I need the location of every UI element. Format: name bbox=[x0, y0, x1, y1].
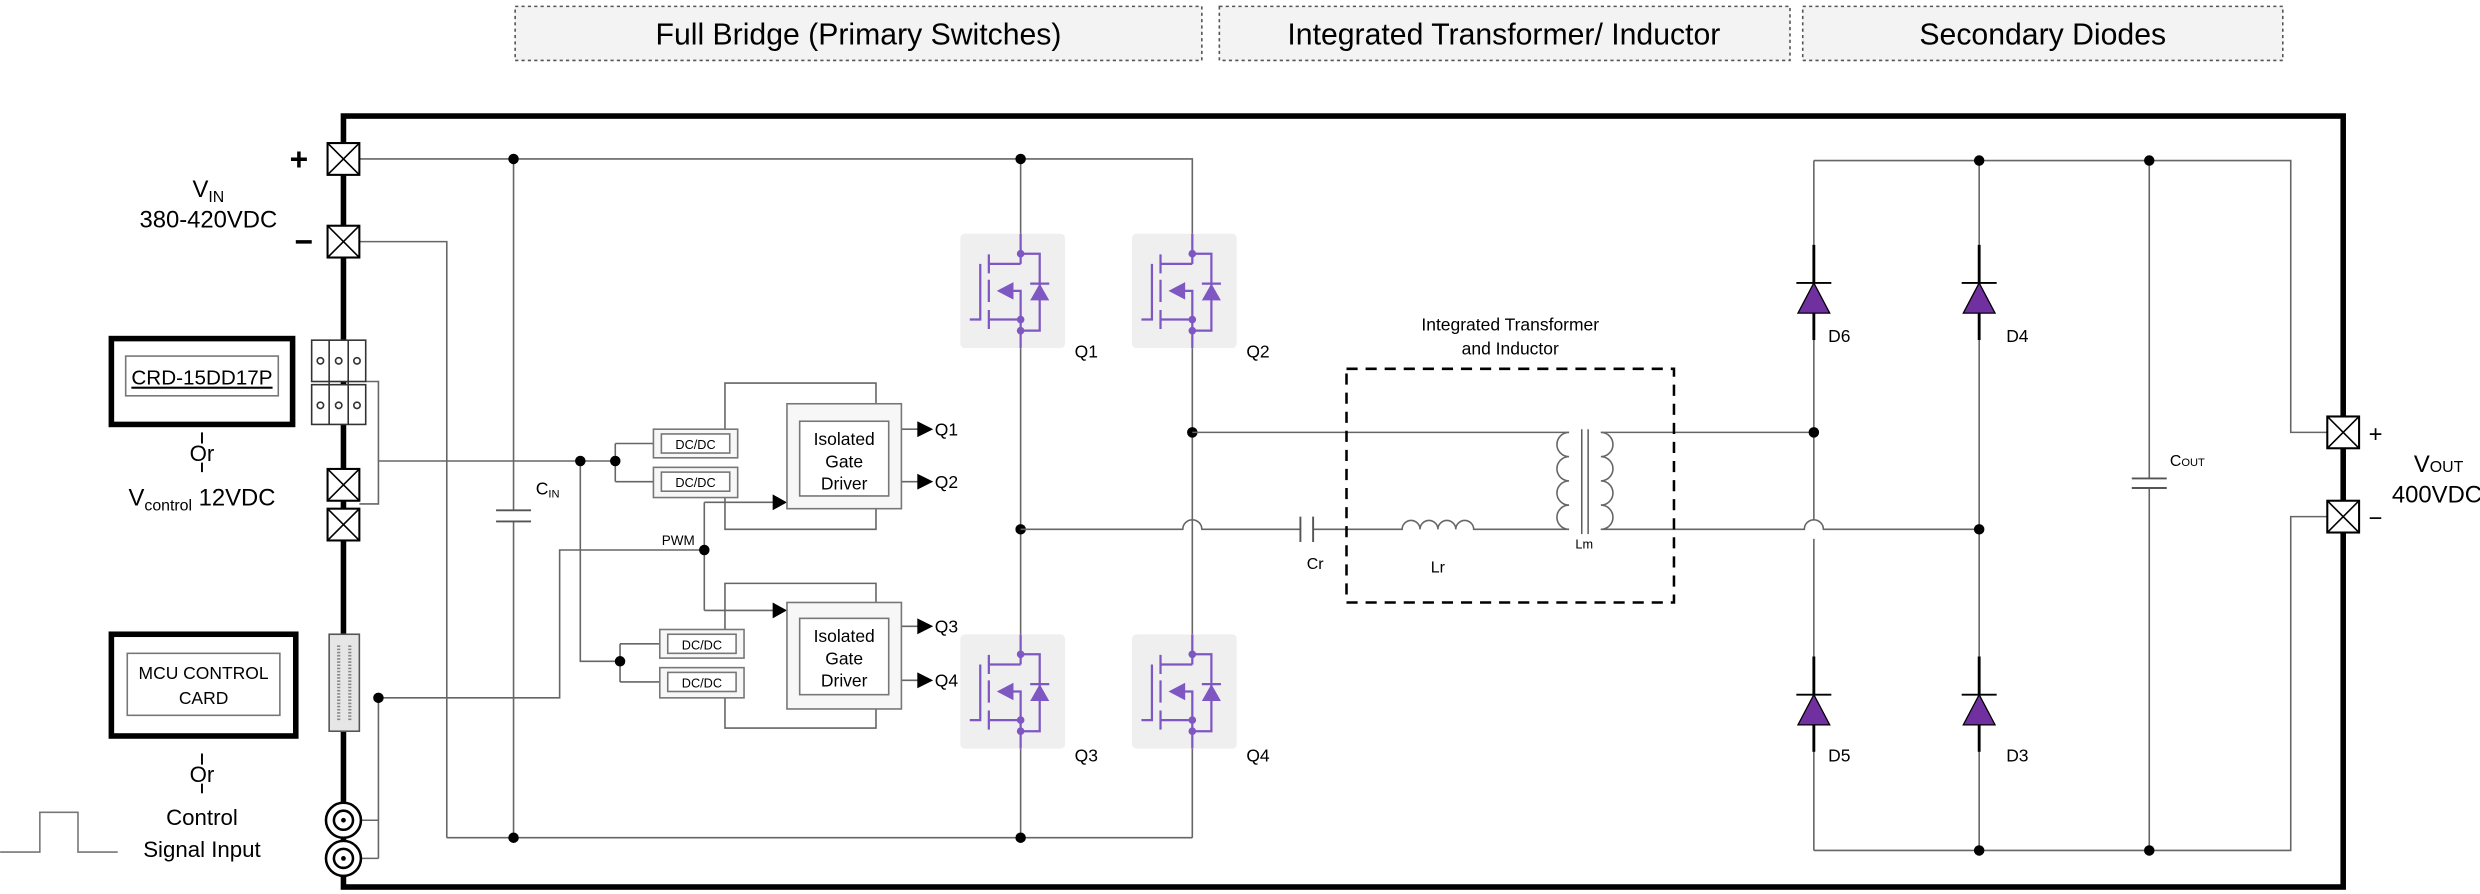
crd-card: CRD-15DD17P bbox=[108, 335, 296, 428]
dcdc-converter: DC/DC bbox=[652, 428, 739, 459]
output-minus-sign: − bbox=[2369, 505, 2383, 532]
switch-label-q3: Q3 bbox=[1075, 745, 1098, 765]
secondary-rectifier bbox=[1808, 155, 2328, 856]
cr-label: Cr bbox=[1307, 556, 1324, 573]
diode-label-d3: D3 bbox=[2006, 745, 2028, 765]
tank-title-line2: and Inductor bbox=[1462, 338, 1559, 358]
vin-range: 380-420VDC bbox=[139, 206, 277, 233]
pulse-waveform-icon bbox=[0, 811, 118, 853]
diode-label-d6: D6 bbox=[1828, 326, 1850, 346]
bnc-connector-2[interactable] bbox=[324, 839, 363, 878]
cr-capacitor bbox=[1299, 516, 1315, 543]
vin-label: VIN bbox=[192, 176, 224, 206]
driver-label: Isolated bbox=[814, 429, 875, 449]
tank-title-line1: Integrated Transformer bbox=[1421, 315, 1599, 335]
cout-capacitor bbox=[2131, 477, 2167, 489]
output-plus-sign: + bbox=[2369, 421, 2383, 448]
board-outline bbox=[340, 113, 2346, 890]
diode-label-d5: D5 bbox=[1828, 745, 1850, 765]
input-terminal-minus[interactable] bbox=[326, 224, 361, 259]
switch-label-q2: Q2 bbox=[1246, 342, 1269, 362]
control-signal-line2: Signal Input bbox=[143, 837, 261, 862]
header-full-bridge-label: Full Bridge (Primary Switches) bbox=[656, 19, 1062, 52]
vout-value: 400VDC bbox=[2392, 481, 2480, 508]
vcontrol-label: Vcontrol 12VDC bbox=[128, 484, 275, 514]
mosfet-q2-icon bbox=[1132, 234, 1237, 348]
pwm-label: PWM bbox=[662, 533, 695, 548]
cin-capacitor bbox=[496, 509, 532, 523]
diode-d4-icon bbox=[1962, 245, 1997, 340]
mosfet-q4-icon bbox=[1132, 634, 1237, 748]
lm-label: Lm bbox=[1575, 536, 1593, 551]
header-secondary: Secondary Diodes bbox=[1801, 5, 2284, 62]
dcdc-converter: DC/DC bbox=[658, 628, 745, 659]
driver-label: Gate bbox=[825, 451, 863, 471]
driver-output-q2: Q2 bbox=[935, 472, 958, 492]
primary-wiring bbox=[359, 153, 1198, 860]
resonant-tank: Integrated Transformer and Inductor Cr L… bbox=[1020, 315, 1980, 604]
diode-d5-icon bbox=[1796, 657, 1831, 752]
mcu-card-line1: MCU CONTROL bbox=[139, 663, 269, 683]
diode-d6-icon bbox=[1796, 245, 1831, 340]
cin-label: CIN bbox=[536, 478, 560, 500]
header-secondary-label: Secondary Diodes bbox=[1919, 19, 2166, 52]
driver-label: Driver bbox=[821, 671, 868, 691]
diode-d3-icon bbox=[1962, 657, 1997, 752]
driver-label: Gate bbox=[825, 648, 863, 668]
mosfet-q3-icon bbox=[960, 634, 1065, 748]
input-terminal-plus[interactable] bbox=[326, 142, 361, 176]
input-plus-sign: + bbox=[290, 141, 309, 177]
input-minus-sign: − bbox=[294, 224, 313, 260]
bnc-connector-1[interactable] bbox=[324, 801, 363, 839]
switch-label-q1: Q1 bbox=[1075, 342, 1098, 362]
dcdc-label: DC/DC bbox=[682, 637, 722, 652]
mosfet-q1-icon bbox=[960, 234, 1065, 348]
vout-label: VOUT bbox=[2414, 451, 2464, 478]
integrated-magnetics-boundary bbox=[1345, 367, 1676, 604]
control-signal-line1: Control bbox=[166, 805, 238, 830]
header-full-bridge: Full Bridge (Primary Switches) bbox=[514, 5, 1203, 62]
switch-label-q4: Q4 bbox=[1246, 745, 1270, 765]
mcu-card-connector[interactable] bbox=[328, 633, 361, 733]
driver-output-q1: Q1 bbox=[935, 420, 958, 440]
control-power-terminal-1[interactable] bbox=[326, 467, 361, 502]
crd-card-label: CRD-15DD17P bbox=[131, 367, 272, 390]
output-terminal-plus[interactable] bbox=[2326, 415, 2361, 450]
mcu-card-line2: CARD bbox=[179, 688, 229, 708]
output-terminal-minus[interactable] bbox=[2326, 499, 2361, 534]
transformer-secondary-winding bbox=[1600, 431, 1614, 531]
header-transformer: Integrated Transformer/ Inductor bbox=[1218, 5, 1791, 62]
or-label-power: Or bbox=[190, 441, 215, 466]
driver-label: Driver bbox=[821, 474, 868, 494]
header-transformer-label: Integrated Transformer/ Inductor bbox=[1287, 19, 1720, 52]
transformer-primary-winding bbox=[1556, 431, 1570, 531]
or-label-signal: Or bbox=[190, 762, 215, 787]
cout-label: COUT bbox=[2170, 453, 2205, 470]
driver-label: Isolated bbox=[814, 626, 875, 646]
lr-label: Lr bbox=[1431, 559, 1446, 576]
dcdc-converter: DC/DC bbox=[652, 466, 739, 499]
control-power-connector[interactable] bbox=[310, 339, 367, 426]
driver-output-q4: Q4 bbox=[935, 671, 959, 691]
dcdc-label: DC/DC bbox=[675, 475, 715, 490]
dcdc-label: DC/DC bbox=[682, 676, 722, 691]
driver-output-q3: Q3 bbox=[935, 617, 958, 637]
isolated-gate-driver-top: Isolated Gate Driver bbox=[786, 402, 903, 510]
diode-label-d4: D4 bbox=[2006, 326, 2029, 346]
dcdc-converter: DC/DC bbox=[658, 666, 745, 699]
dcdc-label: DC/DC bbox=[675, 437, 715, 452]
mcu-control-card: MCU CONTROL CARD bbox=[108, 631, 299, 739]
control-power-terminal-2[interactable] bbox=[326, 507, 361, 542]
isolated-gate-driver-bottom: Isolated Gate Driver bbox=[786, 601, 903, 710]
